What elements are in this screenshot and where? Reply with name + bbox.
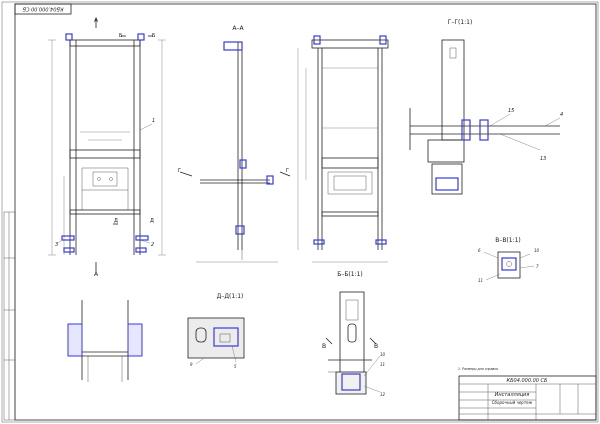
section-v-detail: [325, 291, 381, 395]
section-gg-view: [409, 39, 561, 195]
left-margin-columns: [3, 211, 16, 421]
callout-10-detail: 10: [380, 352, 386, 357]
callout-10-vv: 10: [534, 248, 540, 253]
section-aa-title: А–А: [232, 25, 244, 32]
cut-b-left: Б: [119, 33, 123, 39]
section-dd-view: [187, 317, 245, 365]
drawing-note: 1. Размеры для справок: [458, 367, 498, 371]
cut-g-right: Г: [286, 168, 289, 174]
title-block-name-2: Сборочный чертеж: [492, 400, 533, 405]
callout-13: 13: [540, 156, 546, 162]
top-view: [67, 300, 143, 382]
cut-b-right: Б: [152, 33, 156, 39]
cut-v-left: В: [322, 343, 326, 350]
top-stamp-code: КБ04.000.00 СБ: [22, 6, 64, 12]
cut-a-top: А: [94, 17, 99, 24]
section-vv-title: В–В(1:1): [495, 237, 521, 244]
top-stamp: КБ04.000.00 СБ: [14, 3, 72, 15]
cut-v-right: В: [374, 343, 378, 350]
front-view: [48, 18, 166, 272]
section-vv-view: [483, 251, 535, 281]
section-bb-view: [297, 35, 389, 263]
cut-d-left: Д: [114, 218, 118, 224]
section-gg-title: Г–Г(1:1): [448, 19, 473, 26]
cut-a-bottom: А: [94, 271, 99, 278]
callout-11-vv: 11: [478, 278, 483, 283]
callout-2: 2: [151, 242, 154, 248]
cut-d-right: Д: [150, 218, 154, 224]
title-block-name-1: Инсталляция: [495, 392, 530, 398]
title-block-code: КБ04.000.00 СБ: [507, 378, 549, 384]
section-bb-title: Б–Б(1:1): [337, 271, 363, 278]
callout-15: 15: [508, 108, 514, 114]
callout-11-detail: 11: [380, 362, 385, 367]
section-dd-title: Д–Д(1:1): [217, 293, 244, 300]
inner-frame: [14, 3, 597, 421]
callout-1: 1: [152, 118, 155, 124]
callout-5: 5: [234, 364, 237, 369]
callout-3: 3: [55, 242, 58, 248]
title-block: [458, 375, 597, 421]
callout-4: 4: [560, 112, 563, 118]
callout-6: 6: [478, 248, 481, 253]
callout-12: 12: [380, 392, 386, 397]
section-aa-view: [179, 41, 291, 263]
cut-g-left: Г: [178, 168, 181, 174]
callout-7: 7: [536, 264, 539, 269]
callout-9: 9: [190, 362, 193, 367]
